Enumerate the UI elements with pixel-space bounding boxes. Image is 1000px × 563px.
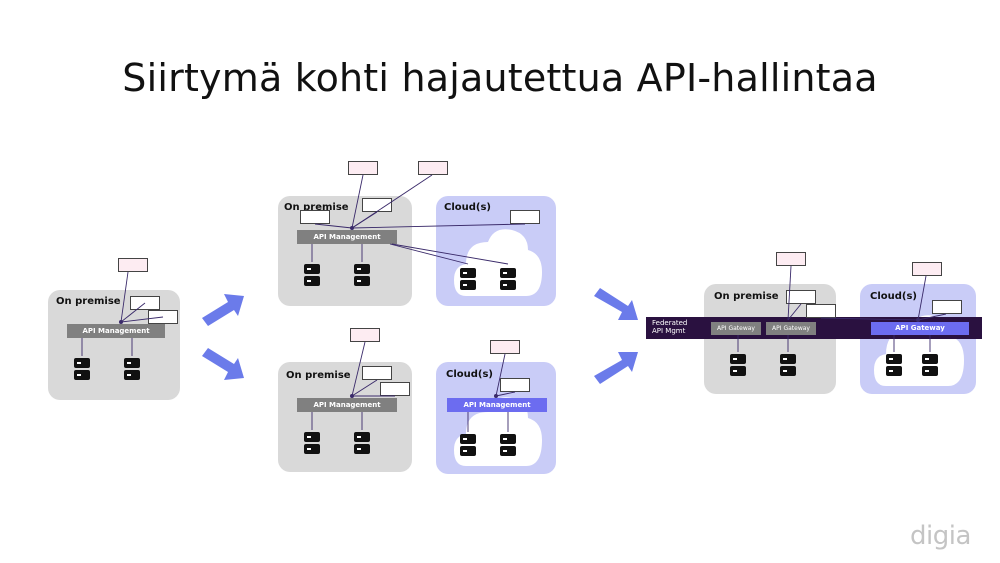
stage1-client-box-2: [148, 310, 178, 324]
stage3-onprem-title: On premise: [714, 291, 779, 302]
stage3-api-gateway-1: API Gateway: [711, 322, 761, 335]
stage2a-cloud-title: Cloud(s): [444, 202, 492, 213]
stage2a-consumer-box-1: [348, 161, 378, 175]
stage2b-cloud-server-2: [500, 434, 516, 456]
stage2a-onprem-title: On premise: [284, 202, 349, 213]
arrow-merge-up-icon: [594, 352, 638, 384]
stage2b-server-1: [304, 432, 320, 454]
stage1-onprem-title: On premise: [56, 296, 121, 307]
stage3-cloud-title: Cloud(s): [870, 291, 918, 302]
stage2a-api-management-bar: API Management: [297, 230, 397, 244]
stage2b-consumer-box-1: [350, 328, 380, 342]
stage2a-cloud-server-1: [460, 268, 476, 290]
stage2b-consumer-box-2: [490, 340, 520, 354]
stage1-server-2: [124, 358, 140, 380]
stage2a-server-2: [354, 264, 370, 286]
stage2b-api-management-bar: API Management: [297, 398, 397, 412]
stage2a-client-box-1: [300, 210, 330, 224]
arrow-right-down-icon: [202, 348, 244, 380]
stage3-client-box-2: [806, 304, 836, 318]
stage3-server-1: [730, 354, 746, 376]
stage2a-client-box-2: [362, 198, 392, 212]
stage1-server-1: [74, 358, 90, 380]
stage3-cloud-server-1: [886, 354, 902, 376]
stage2a-server-1: [304, 264, 320, 286]
stage1-client-box-1: [130, 296, 160, 310]
stage2b-cloud-title: Cloud(s): [446, 369, 494, 380]
stage2b-onprem-panel: [278, 362, 412, 472]
stage2b-client-box-2: [380, 382, 410, 396]
stage3-consumer-box-1: [776, 252, 806, 266]
stage2b-cloud-server-1: [460, 434, 476, 456]
slide-title: Siirtymä kohti hajautettua API-hallintaa: [122, 56, 878, 100]
stage1-consumer-box: [118, 258, 148, 272]
digia-logo: digia: [910, 521, 971, 551]
stage2a-cloud-server-2: [500, 268, 516, 290]
stage2a-client-box-3: [510, 210, 540, 224]
stage2a-consumer-box-2: [418, 161, 448, 175]
stage2b-cloud-shape: [454, 397, 542, 466]
stage2b-server-2: [354, 432, 370, 454]
stage2b-client-box-3: [500, 378, 530, 392]
stage3-cloud-server-2: [922, 354, 938, 376]
arrow-merge-down-icon: [594, 288, 638, 320]
arrow-right-up-icon: [202, 294, 244, 326]
stage1-api-management-bar: API Management: [67, 324, 165, 338]
stage3-client-box-3: [932, 300, 962, 314]
stage3-client-box-1: [786, 290, 816, 304]
stage3-server-2: [780, 354, 796, 376]
stage2b-client-box-1: [362, 366, 392, 380]
stage2b-cloud-api-management-bar: API Management: [447, 398, 547, 412]
federated-api-mgmt-label: Federated API Mgmt: [652, 319, 688, 335]
stage3-consumer-box-2: [912, 262, 942, 276]
stage3-cloud-api-gateway: API Gateway: [871, 322, 969, 335]
stage3-api-gateway-2: API Gateway: [766, 322, 816, 335]
stage2b-onprem-title: On premise: [286, 370, 351, 381]
